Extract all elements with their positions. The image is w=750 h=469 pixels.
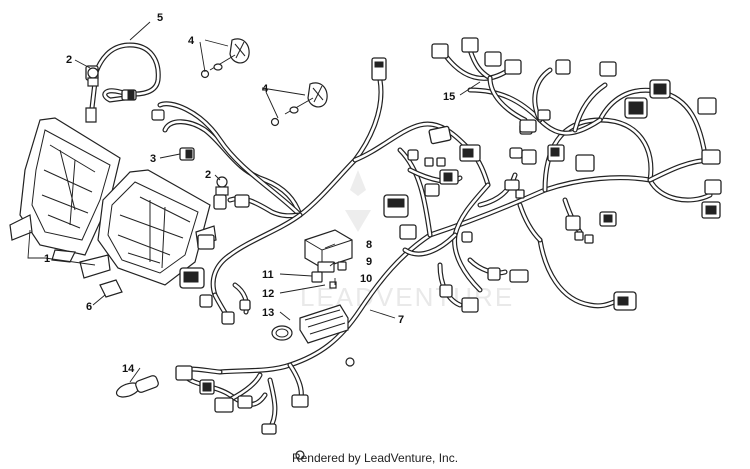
callout-9: 9 xyxy=(366,256,372,268)
callout-13: 13 xyxy=(262,307,274,319)
relay-assembly xyxy=(271,229,353,344)
callout-7: 7 xyxy=(398,314,404,326)
callout-2-upper: 2 xyxy=(66,54,72,66)
callout-10: 10 xyxy=(360,273,372,285)
callout-3: 3 xyxy=(150,153,156,165)
callout-1: 1 xyxy=(44,253,50,265)
socket xyxy=(151,109,195,161)
callout-11: 11 xyxy=(262,269,274,281)
callouts: 2 3 4 4 5 1 2 6 8 9 10 11 12 13 7 14 15 xyxy=(44,12,455,375)
callout-15: 15 xyxy=(443,91,455,103)
leader-lines xyxy=(27,21,481,383)
adjuster-lower xyxy=(270,82,328,127)
headlight-left xyxy=(9,117,121,263)
callout-2-lower: 2 xyxy=(205,169,211,181)
harness-connectors xyxy=(179,37,722,325)
mounting-plate xyxy=(99,279,123,298)
callout-6: 6 xyxy=(86,301,92,313)
callout-8: 8 xyxy=(366,239,372,251)
lower-harness xyxy=(115,357,355,460)
bulb-lower xyxy=(215,176,229,196)
callout-4-lower: 4 xyxy=(262,83,269,95)
headlight-right xyxy=(79,169,217,286)
bulb-upper xyxy=(87,67,99,87)
render-credit: Rendered by LeadVenture, Inc. xyxy=(291,451,459,465)
callout-12: 12 xyxy=(262,288,274,300)
callout-14: 14 xyxy=(122,363,135,375)
adjuster-upper xyxy=(200,38,250,79)
callout-5: 5 xyxy=(157,12,163,24)
callout-4-upper: 4 xyxy=(188,35,195,47)
